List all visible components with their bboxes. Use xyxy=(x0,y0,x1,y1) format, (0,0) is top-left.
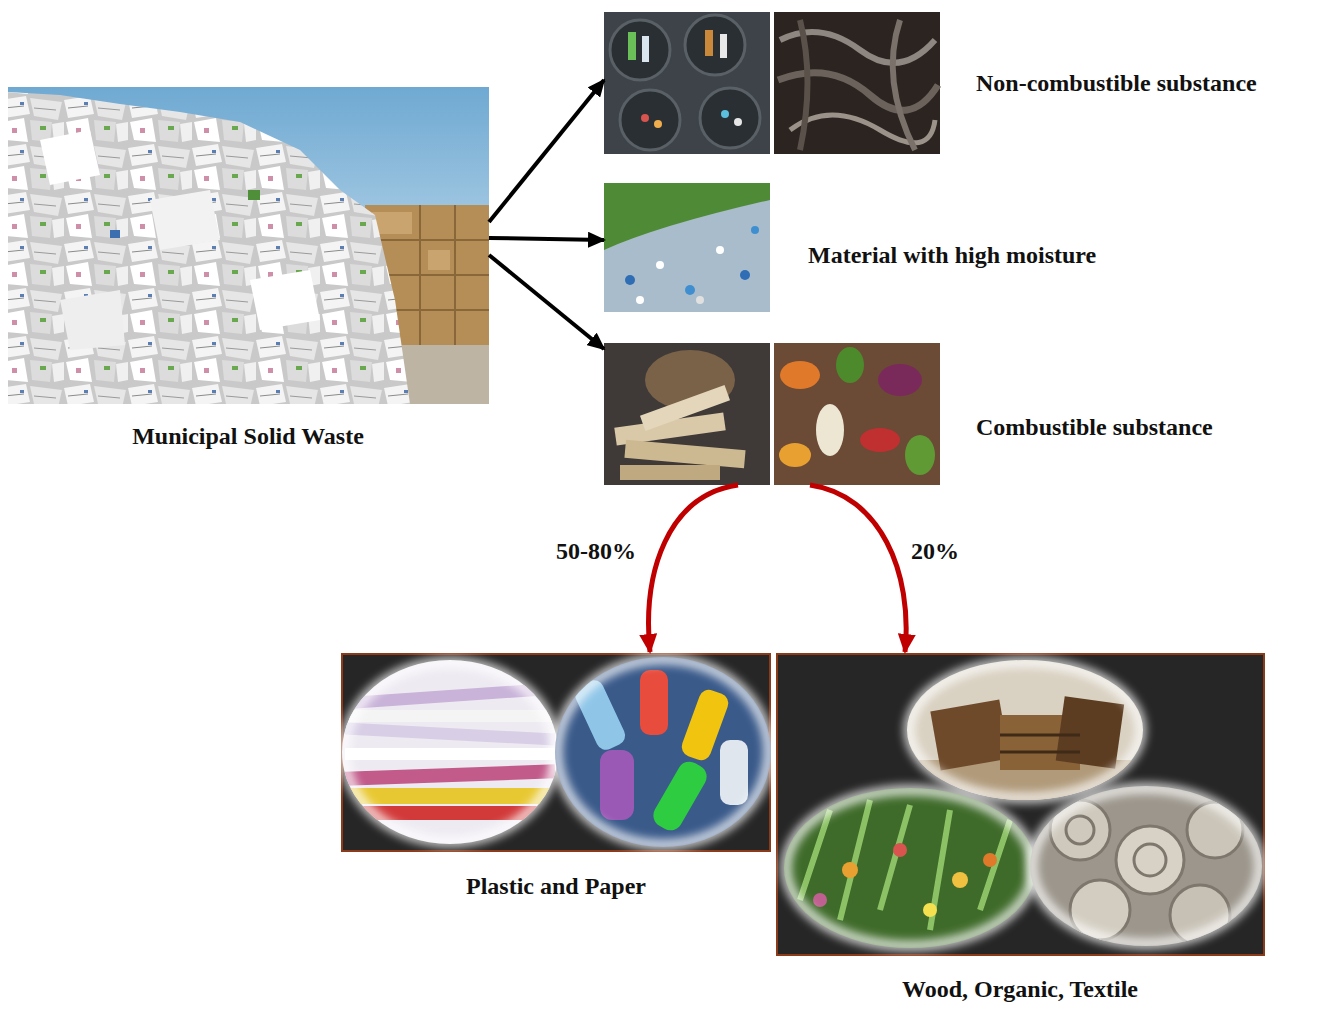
node-label: Plastic and Paper xyxy=(466,873,646,901)
straight-arrow xyxy=(489,80,604,222)
high-moisture-photo xyxy=(604,183,770,312)
non-combustible-photos xyxy=(604,12,940,154)
curved-arrow xyxy=(649,485,738,652)
image-node: Municipal Solid Waste xyxy=(8,87,489,457)
straight-arrow xyxy=(489,255,604,349)
edge-label: 20% xyxy=(909,538,961,566)
node-label: Wood, Organic, Textile xyxy=(902,976,1138,1004)
wood-organic-textile-frame xyxy=(777,654,1265,955)
node-label: Municipal Solid Waste xyxy=(132,423,364,451)
image-node: Combustible substance xyxy=(604,343,1320,485)
image-node: Plastic and Paper xyxy=(342,654,770,904)
image-node: Material with high moisture xyxy=(604,183,1164,312)
combustible-photos xyxy=(604,343,940,485)
node-label: Non-combustible substance xyxy=(976,70,1257,98)
straight-arrow xyxy=(489,238,604,240)
image-node: Non-combustible substance xyxy=(604,12,1320,154)
edge-label: 50-80% xyxy=(554,538,638,566)
msw-photo xyxy=(8,87,489,404)
curved-arrow xyxy=(810,485,906,652)
node-label: Combustible substance xyxy=(976,414,1213,442)
node-label: Material with high moisture xyxy=(808,242,1096,270)
plastic-paper-frame xyxy=(340,654,775,851)
image-node: Wood, Organic, Textile xyxy=(777,654,1264,1006)
